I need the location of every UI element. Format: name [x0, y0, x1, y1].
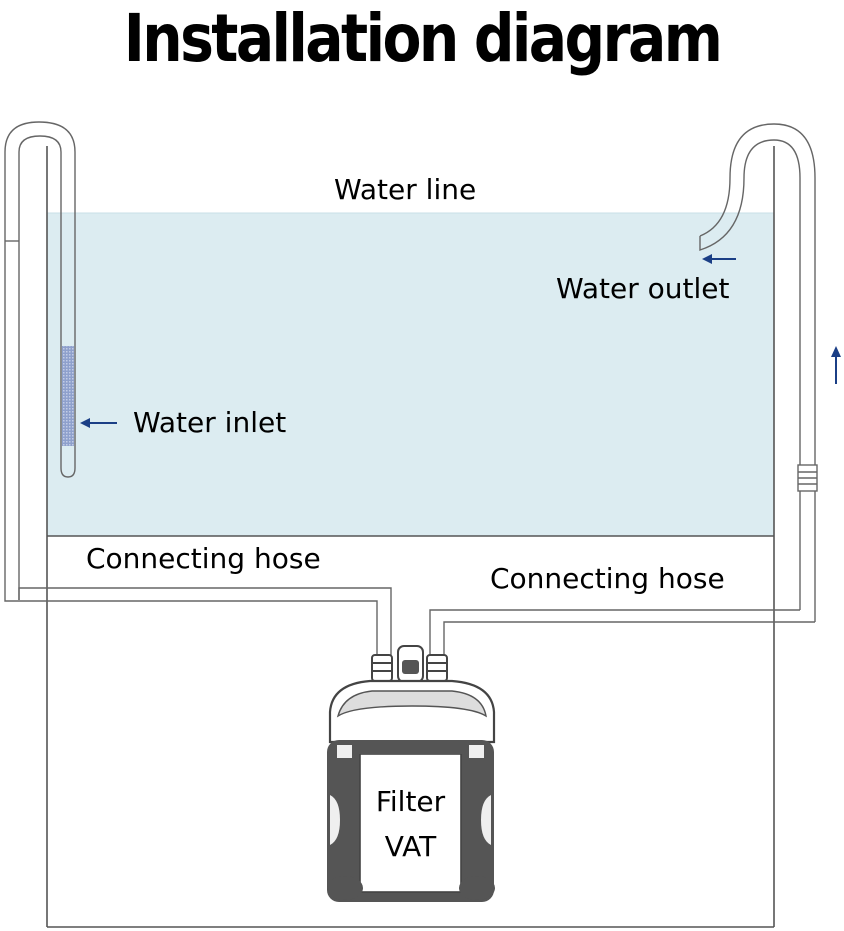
connecting-hose-right-label: Connecting hose [490, 562, 725, 595]
page-title: Installation diagram [123, 0, 723, 77]
water-outlet-label: Water outlet [556, 272, 730, 305]
arrow-up-icon [831, 346, 841, 384]
water-body [47, 213, 774, 536]
canister-filter [327, 645, 496, 902]
water-inlet-label: Water inlet [133, 406, 287, 439]
aquarium-tank [46, 146, 775, 928]
connecting-hose-right-path [429, 609, 815, 655]
outlet-pipe [699, 123, 818, 622]
connecting-hose-left-path [4, 587, 392, 655]
water-line-label: Water line [334, 173, 477, 206]
connecting-hose-left-label: Connecting hose [86, 542, 321, 575]
filter-label: Filter [375, 785, 446, 818]
filter-vat-label: VAT [384, 830, 437, 863]
intake-pipe [4, 121, 76, 600]
intake-strainer [62, 346, 74, 446]
arrow-left-icon [80, 418, 117, 428]
arrow-left-icon [702, 254, 736, 264]
